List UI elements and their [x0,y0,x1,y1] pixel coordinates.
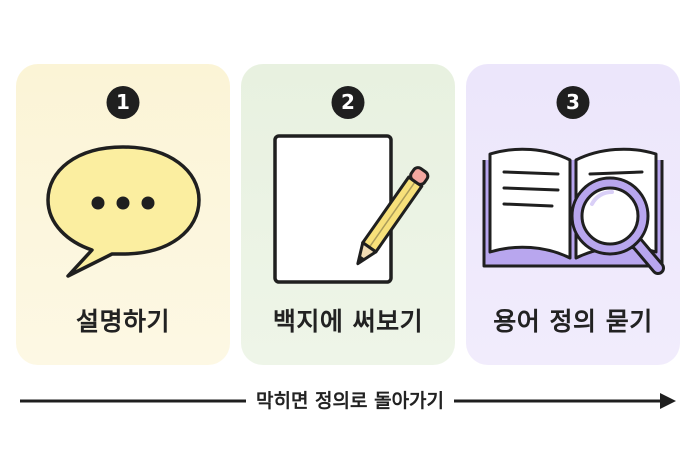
dot [141,196,155,210]
paper-pencil-icon [273,134,430,284]
step-number-badge: 2 [331,86,365,119]
step-label: 설명하기 [75,307,170,336]
flow-caption: 막히면 정의로 돌아가기 [245,390,455,412]
step-card-2: 2 백지에 써보기 [241,64,455,365]
step-card-1: 1 설명하기 [16,64,230,365]
dot [116,196,130,210]
arrowhead-icon [660,393,676,409]
step-number-badge: 1 [106,86,140,119]
flow-caption-wrap: 막히면 정의로 돌아가기 [0,386,700,416]
step-number-badge: 3 [556,86,590,119]
step-label: 용어 정의 묻기 [493,307,653,336]
book-magnifier-icon [482,147,665,275]
dot [91,196,105,210]
step-card-3: 3 용어 정의 묻기 [466,64,680,365]
pencil [356,166,430,266]
speech-bubble-icon [46,145,201,278]
step-label: 백지에 써보기 [272,307,424,336]
blank-paper [273,134,393,284]
